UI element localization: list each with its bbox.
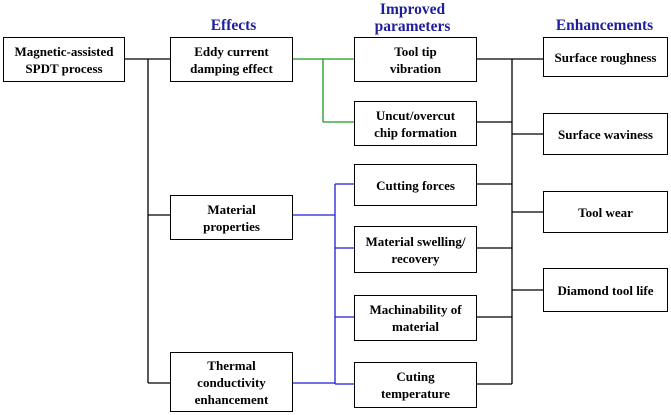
thermal-conductivity-box: Thermal conductivity enhancement [170, 352, 293, 412]
material-thermal-links [293, 183, 354, 385]
tool-tip-vibration-box: Tool tip vibration [354, 37, 477, 82]
enhancements-header: Enhancements [555, 17, 654, 34]
chip-formation-box: Uncut/overcut chip formation [354, 101, 477, 146]
diamond-tool-life-box: Diamond tool life [543, 268, 668, 312]
effects-header: Effects [210, 17, 257, 34]
cutting-forces-box: Cutting forces [354, 164, 477, 206]
surface-roughness-box: Surface roughness [543, 37, 668, 77]
spdt-process-box: Magnetic-assisted SPDT process [3, 37, 125, 82]
tool-wear-box: Tool wear [543, 191, 668, 233]
machinability-box: Machinability of material [354, 295, 477, 341]
process-branch-lines [125, 58, 170, 384]
surface-waviness-box: Surface waviness [543, 113, 668, 155]
enhancement-links [477, 58, 543, 385]
improved-parameters-header: Improved parameters [374, 1, 451, 35]
eddy-links [293, 58, 354, 123]
material-properties-box: Material properties [170, 195, 293, 240]
eddy-current-box: Eddy current damping effect [170, 37, 293, 82]
cutting-temperature-box: Cuting temperature [354, 362, 477, 408]
material-swelling-box: Material swelling/ recovery [354, 226, 477, 273]
